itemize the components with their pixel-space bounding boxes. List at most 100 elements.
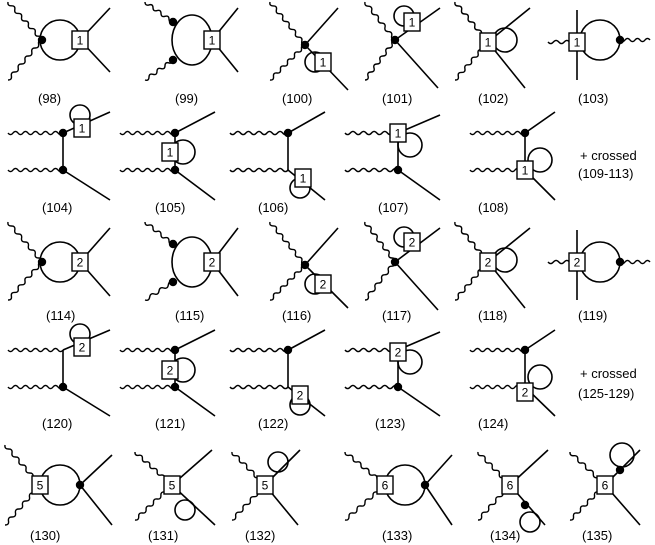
crossed-note: + crossed xyxy=(580,366,637,381)
diagram-label: (132) xyxy=(245,528,275,543)
photon-line xyxy=(119,167,176,173)
vertex-dot xyxy=(615,465,625,475)
photon-line xyxy=(344,130,399,136)
diagram-label: (99) xyxy=(175,91,198,106)
fermion-line xyxy=(79,484,113,526)
vertex-box xyxy=(479,252,497,272)
vertex-box xyxy=(294,168,312,188)
vertex-number: 1 xyxy=(77,34,84,48)
vertex-number: 2 xyxy=(574,256,581,270)
photon-line xyxy=(344,384,399,390)
photon-line xyxy=(229,167,289,173)
loop xyxy=(579,19,621,61)
loop xyxy=(519,511,541,533)
diagram-label: (124) xyxy=(478,416,508,431)
diagram-grid xyxy=(4,1,651,533)
fermion-line xyxy=(174,386,216,417)
photon-line xyxy=(7,167,64,173)
vertex-number: 6 xyxy=(507,479,514,493)
diagram-labels: (98) (99) (100) (101) (102) (103) (104) … xyxy=(30,91,637,543)
vertex-box xyxy=(161,360,179,380)
vertex-box xyxy=(376,475,394,495)
diagram-label: (133) xyxy=(382,528,412,543)
vertex-number: 1 xyxy=(409,16,416,30)
fermion-line xyxy=(79,454,113,486)
vertex-dot xyxy=(168,277,178,287)
photon-line xyxy=(119,347,176,353)
photon-line xyxy=(7,384,64,390)
photon-line xyxy=(7,39,43,81)
diagram-label: (135) xyxy=(582,528,612,543)
vertex-box xyxy=(71,252,89,272)
vertex-box xyxy=(203,30,221,50)
photon-line xyxy=(7,347,64,353)
fermion-line xyxy=(424,454,453,486)
vertex-dot xyxy=(520,500,530,510)
fermion-line xyxy=(394,261,439,311)
fermion-line xyxy=(287,111,326,134)
fermion-line xyxy=(174,111,216,134)
vertex-box xyxy=(596,475,614,495)
diagram-label: (102) xyxy=(478,91,508,106)
photon-line xyxy=(144,1,174,23)
photon-line xyxy=(144,59,174,81)
diagram-label: (120) xyxy=(42,416,72,431)
photon-line xyxy=(144,221,174,245)
diagram-label: (121) xyxy=(155,416,185,431)
loop xyxy=(579,241,621,283)
diagram-label: (134) xyxy=(490,528,520,543)
diagram-label: (104) xyxy=(42,200,72,215)
diagram-label: (114) xyxy=(46,308,75,323)
vertex-box xyxy=(71,30,89,50)
vertex-number: 2 xyxy=(485,256,492,270)
photon-line xyxy=(229,130,289,136)
diagram-label: (122) xyxy=(258,416,288,431)
vertex-number: 1 xyxy=(320,56,327,70)
vertex-box xyxy=(479,32,497,52)
fermion-line xyxy=(394,39,439,89)
loop xyxy=(174,499,196,521)
vertex-number: 2 xyxy=(77,256,84,270)
diagram-label: (106) xyxy=(258,200,288,215)
vertex-number: 2 xyxy=(395,346,402,360)
photon-line xyxy=(269,1,306,46)
photon-line xyxy=(364,1,396,41)
photon-line xyxy=(619,259,651,265)
photon-line xyxy=(469,130,526,136)
photon-line xyxy=(469,384,526,390)
vertex-number: 1 xyxy=(300,172,307,186)
vertex-box xyxy=(568,32,586,52)
fermion-line xyxy=(62,386,111,417)
fermion-line xyxy=(524,329,556,351)
photon-line xyxy=(7,221,43,263)
vertex-box xyxy=(163,475,181,495)
vertex-box xyxy=(31,475,49,495)
vertex-box xyxy=(516,160,534,180)
vertex-dot xyxy=(168,17,178,27)
vertex-number: 2 xyxy=(297,389,304,403)
diagram-label: (105) xyxy=(155,200,185,215)
photon-line xyxy=(7,130,64,136)
diagram-label: (98) xyxy=(38,91,61,106)
photon-line xyxy=(344,167,399,173)
vertex-number: 2 xyxy=(409,236,416,250)
vertex-box xyxy=(516,382,534,402)
loop xyxy=(527,364,553,390)
diagram-label: (130) xyxy=(30,528,60,543)
photon-line xyxy=(7,1,43,41)
vertex-dot xyxy=(168,55,178,65)
photon-line xyxy=(269,44,306,81)
diagram-label: (123) xyxy=(375,416,405,431)
fermion-line xyxy=(397,169,441,201)
loop xyxy=(397,349,423,375)
vertex-number: 2 xyxy=(79,341,86,355)
crossed-range: (125-129) xyxy=(578,386,634,401)
vertex-box xyxy=(73,118,91,138)
vertex-box xyxy=(403,232,421,252)
vertex-dot xyxy=(615,35,625,45)
vertex-dot xyxy=(615,257,625,267)
vertex-box xyxy=(389,342,407,362)
diagram-label: (103) xyxy=(578,91,608,106)
